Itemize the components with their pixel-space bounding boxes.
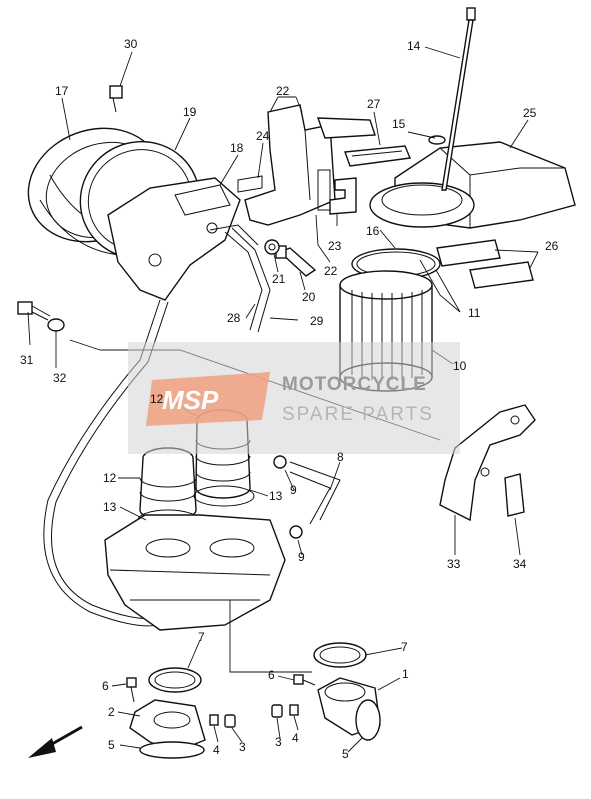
screw-30 (109, 85, 123, 113)
part-label-27: 27 (367, 97, 381, 111)
plate-23 (329, 177, 357, 215)
part-label-11: 11 (468, 306, 481, 320)
seal-27 (344, 145, 411, 167)
part-label-23: 23 (328, 239, 342, 253)
part-label-5-left: 5 (108, 738, 115, 752)
bracket-33 (439, 404, 536, 522)
part-label-34: 34 (513, 557, 527, 571)
part-label-6-right: 6 (268, 668, 275, 682)
part-label-28: 28 (227, 311, 241, 325)
clamp-7-left (148, 667, 202, 693)
part-label-1: 1 (402, 667, 409, 681)
bolt-31 (17, 301, 51, 321)
screw-6-left (126, 677, 137, 703)
part-label-20: 20 (302, 290, 316, 304)
watermark: MSP MOTORCYCLE SPARE PARTS (128, 342, 460, 454)
clip-9-lower (289, 525, 303, 539)
part-label-32: 32 (53, 371, 67, 385)
screw-6-right (293, 674, 316, 686)
part-label-10: 10 (453, 359, 467, 373)
part-label-31: 31 (20, 353, 34, 367)
part-label-14: 14 (407, 39, 421, 53)
part-label-17: 17 (55, 84, 69, 98)
cylinder-head (104, 514, 286, 631)
hose-8 (289, 461, 341, 525)
part-label-4-left: 4 (213, 743, 220, 757)
long-bolt-14 (441, 7, 476, 191)
part-label-5-right: 5 (342, 747, 349, 761)
part-label-13-left: 13 (103, 500, 117, 514)
piece-34 (504, 473, 525, 517)
joint-18 (107, 177, 259, 301)
part-label-2: 2 (108, 705, 115, 719)
part-label-16: 16 (366, 224, 380, 238)
gasket-5-left (139, 741, 205, 759)
part-label-22-bottom: 22 (324, 264, 338, 278)
leader-lines (27, 46, 539, 753)
watermark-logo: MSP (162, 385, 219, 415)
part-label-9-upper: 9 (290, 483, 297, 497)
clamp-7-right (313, 642, 367, 668)
pads-26 (436, 239, 534, 289)
part-label-15: 15 (392, 117, 406, 131)
part-label-25: 25 (523, 106, 537, 120)
part-label-19: 19 (183, 105, 197, 119)
part-labels: 30 17 19 18 22 24 27 15 14 25 26 16 23 2… (20, 37, 559, 761)
part-label-12-left: 12 (103, 471, 117, 485)
small-parts-3-4 (209, 704, 299, 728)
joint-12-left (139, 447, 197, 521)
part-label-12-upper: 12 (150, 392, 164, 406)
watermark-line-1: MOTORCYCLE (282, 374, 427, 395)
clip-9-upper (273, 455, 287, 469)
direction-arrow-icon (28, 725, 83, 758)
gasket-5-right (355, 699, 381, 741)
part-label-6-left: 6 (102, 679, 109, 693)
washer-21 (264, 239, 280, 255)
part-label-4-right: 4 (292, 731, 299, 745)
part-label-33: 33 (447, 557, 461, 571)
watermark-logo-badge (146, 372, 270, 426)
part-label-18: 18 (230, 141, 244, 155)
part-label-29: 29 (310, 314, 324, 328)
watermark-line-2: SPARE PARTS (282, 404, 434, 425)
part-label-3-left: 3 (239, 740, 246, 754)
part-label-26: 26 (545, 239, 559, 253)
intake-duct (237, 104, 376, 226)
breather-hoses (43, 227, 271, 627)
part-label-21: 21 (272, 272, 286, 286)
part-label-13-right: 13 (269, 489, 283, 503)
part-label-8: 8 (337, 450, 344, 464)
part-label-7-right: 7 (401, 640, 408, 654)
part-label-7-left: 7 (198, 630, 205, 644)
part-label-9-lower: 9 (298, 550, 305, 564)
nut-32 (47, 318, 65, 332)
part-label-22-top: 22 (276, 84, 290, 98)
part-label-24: 24 (256, 129, 270, 143)
part-label-3-right: 3 (275, 735, 282, 749)
air-cleaner-cap (369, 141, 576, 229)
part-label-30: 30 (124, 37, 138, 51)
